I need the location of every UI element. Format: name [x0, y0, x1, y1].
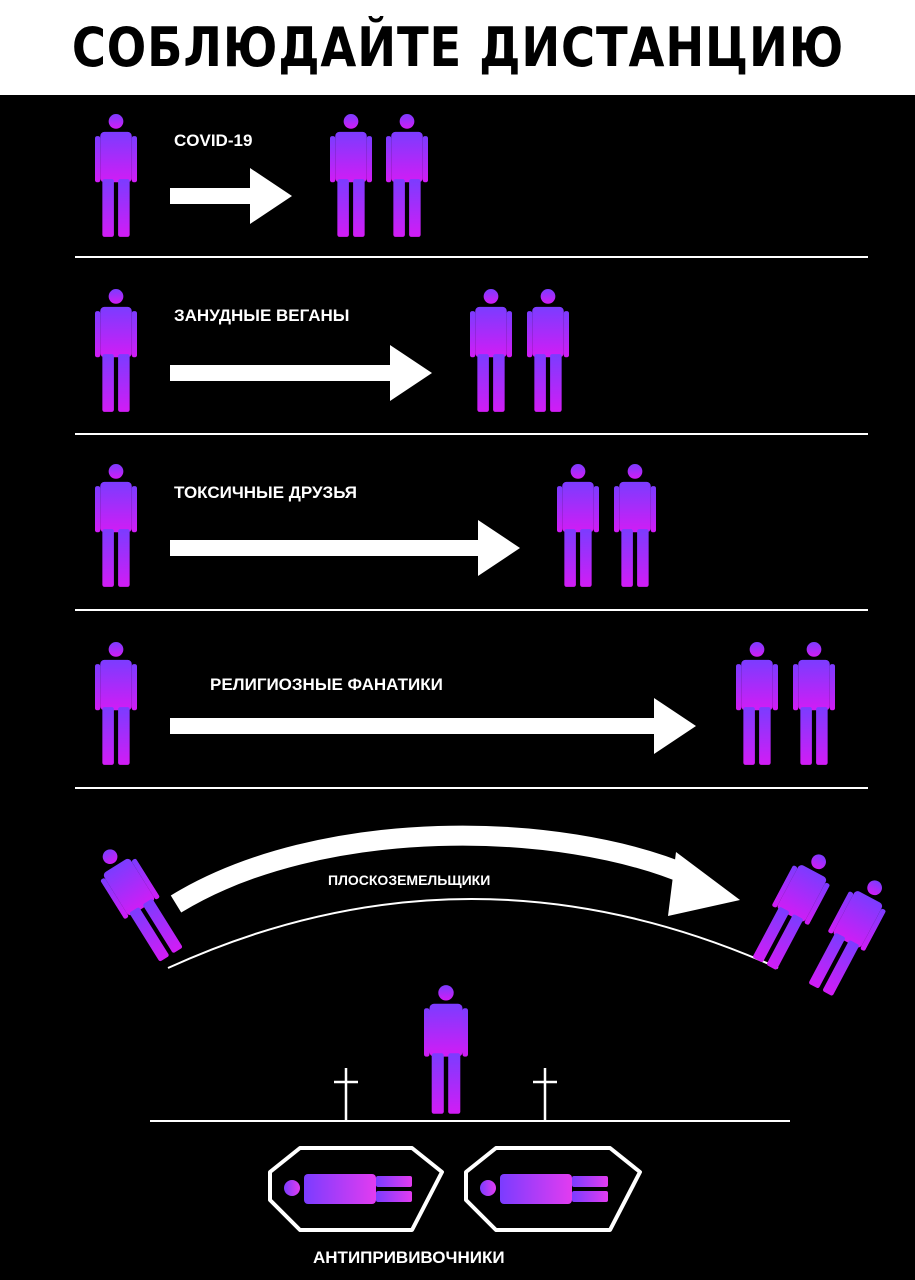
- person-icon: [557, 464, 599, 587]
- arrow-right-icon: [170, 168, 292, 224]
- person-icon: [95, 289, 137, 412]
- cross-icon: [533, 1068, 557, 1121]
- person-icon: [95, 114, 137, 237]
- row-label-covid-19: COVID-19: [174, 131, 253, 150]
- person-icon: [424, 985, 468, 1114]
- person-icon: [470, 289, 512, 412]
- row-label-anti-vaxxers: АНТИПРИВИВОЧНИКИ: [313, 1248, 505, 1267]
- person-icon: [736, 642, 778, 765]
- row-label-religious-fanatics: РЕЛИГИОЗНЫЕ ФАНАТИКИ: [210, 675, 443, 694]
- row-label-vegans: ЗАНУДНЫЕ ВЕГАНЫ: [174, 306, 350, 325]
- arrow-right-icon: [170, 698, 696, 754]
- coffin-icon: [268, 1146, 444, 1232]
- title-banner: СОБЛЮДАЙТЕ ДИСТАНЦИЮ: [0, 0, 915, 95]
- row-toxic-friends: [75, 464, 868, 611]
- curved-arrow-icon: [170, 825, 694, 913]
- row-vegans: [75, 289, 868, 435]
- earth-horizon: [167, 898, 779, 969]
- row-label-flat-earthers: ПЛОСКОЗЕМЕЛЬЩИКИ: [328, 872, 491, 888]
- person-icon: [95, 464, 137, 587]
- page-title: СОБЛЮДАЙТЕ ДИСТАНЦИЮ: [71, 16, 844, 79]
- cross-icon: [334, 1068, 358, 1121]
- coffin-icon: [464, 1146, 642, 1232]
- row-covid-19: [75, 114, 868, 258]
- row-label-toxic-friends: ТОКСИЧНЫЕ ДРУЗЬЯ: [174, 483, 357, 502]
- person-icon: [88, 839, 190, 966]
- person-icon: [527, 289, 569, 412]
- row-religious-fanatics: [75, 642, 868, 789]
- person-icon: [793, 642, 835, 765]
- flat-earth-section: [88, 825, 897, 1000]
- arrow-right-icon: [170, 345, 432, 401]
- curved-arrow-head: [668, 852, 740, 916]
- anti-vax-section: [150, 985, 790, 1232]
- person-icon: [330, 114, 372, 237]
- person-icon: [95, 642, 137, 765]
- person-icon: [614, 464, 656, 587]
- arrow-right-icon: [170, 520, 520, 576]
- person-icon: [386, 114, 428, 237]
